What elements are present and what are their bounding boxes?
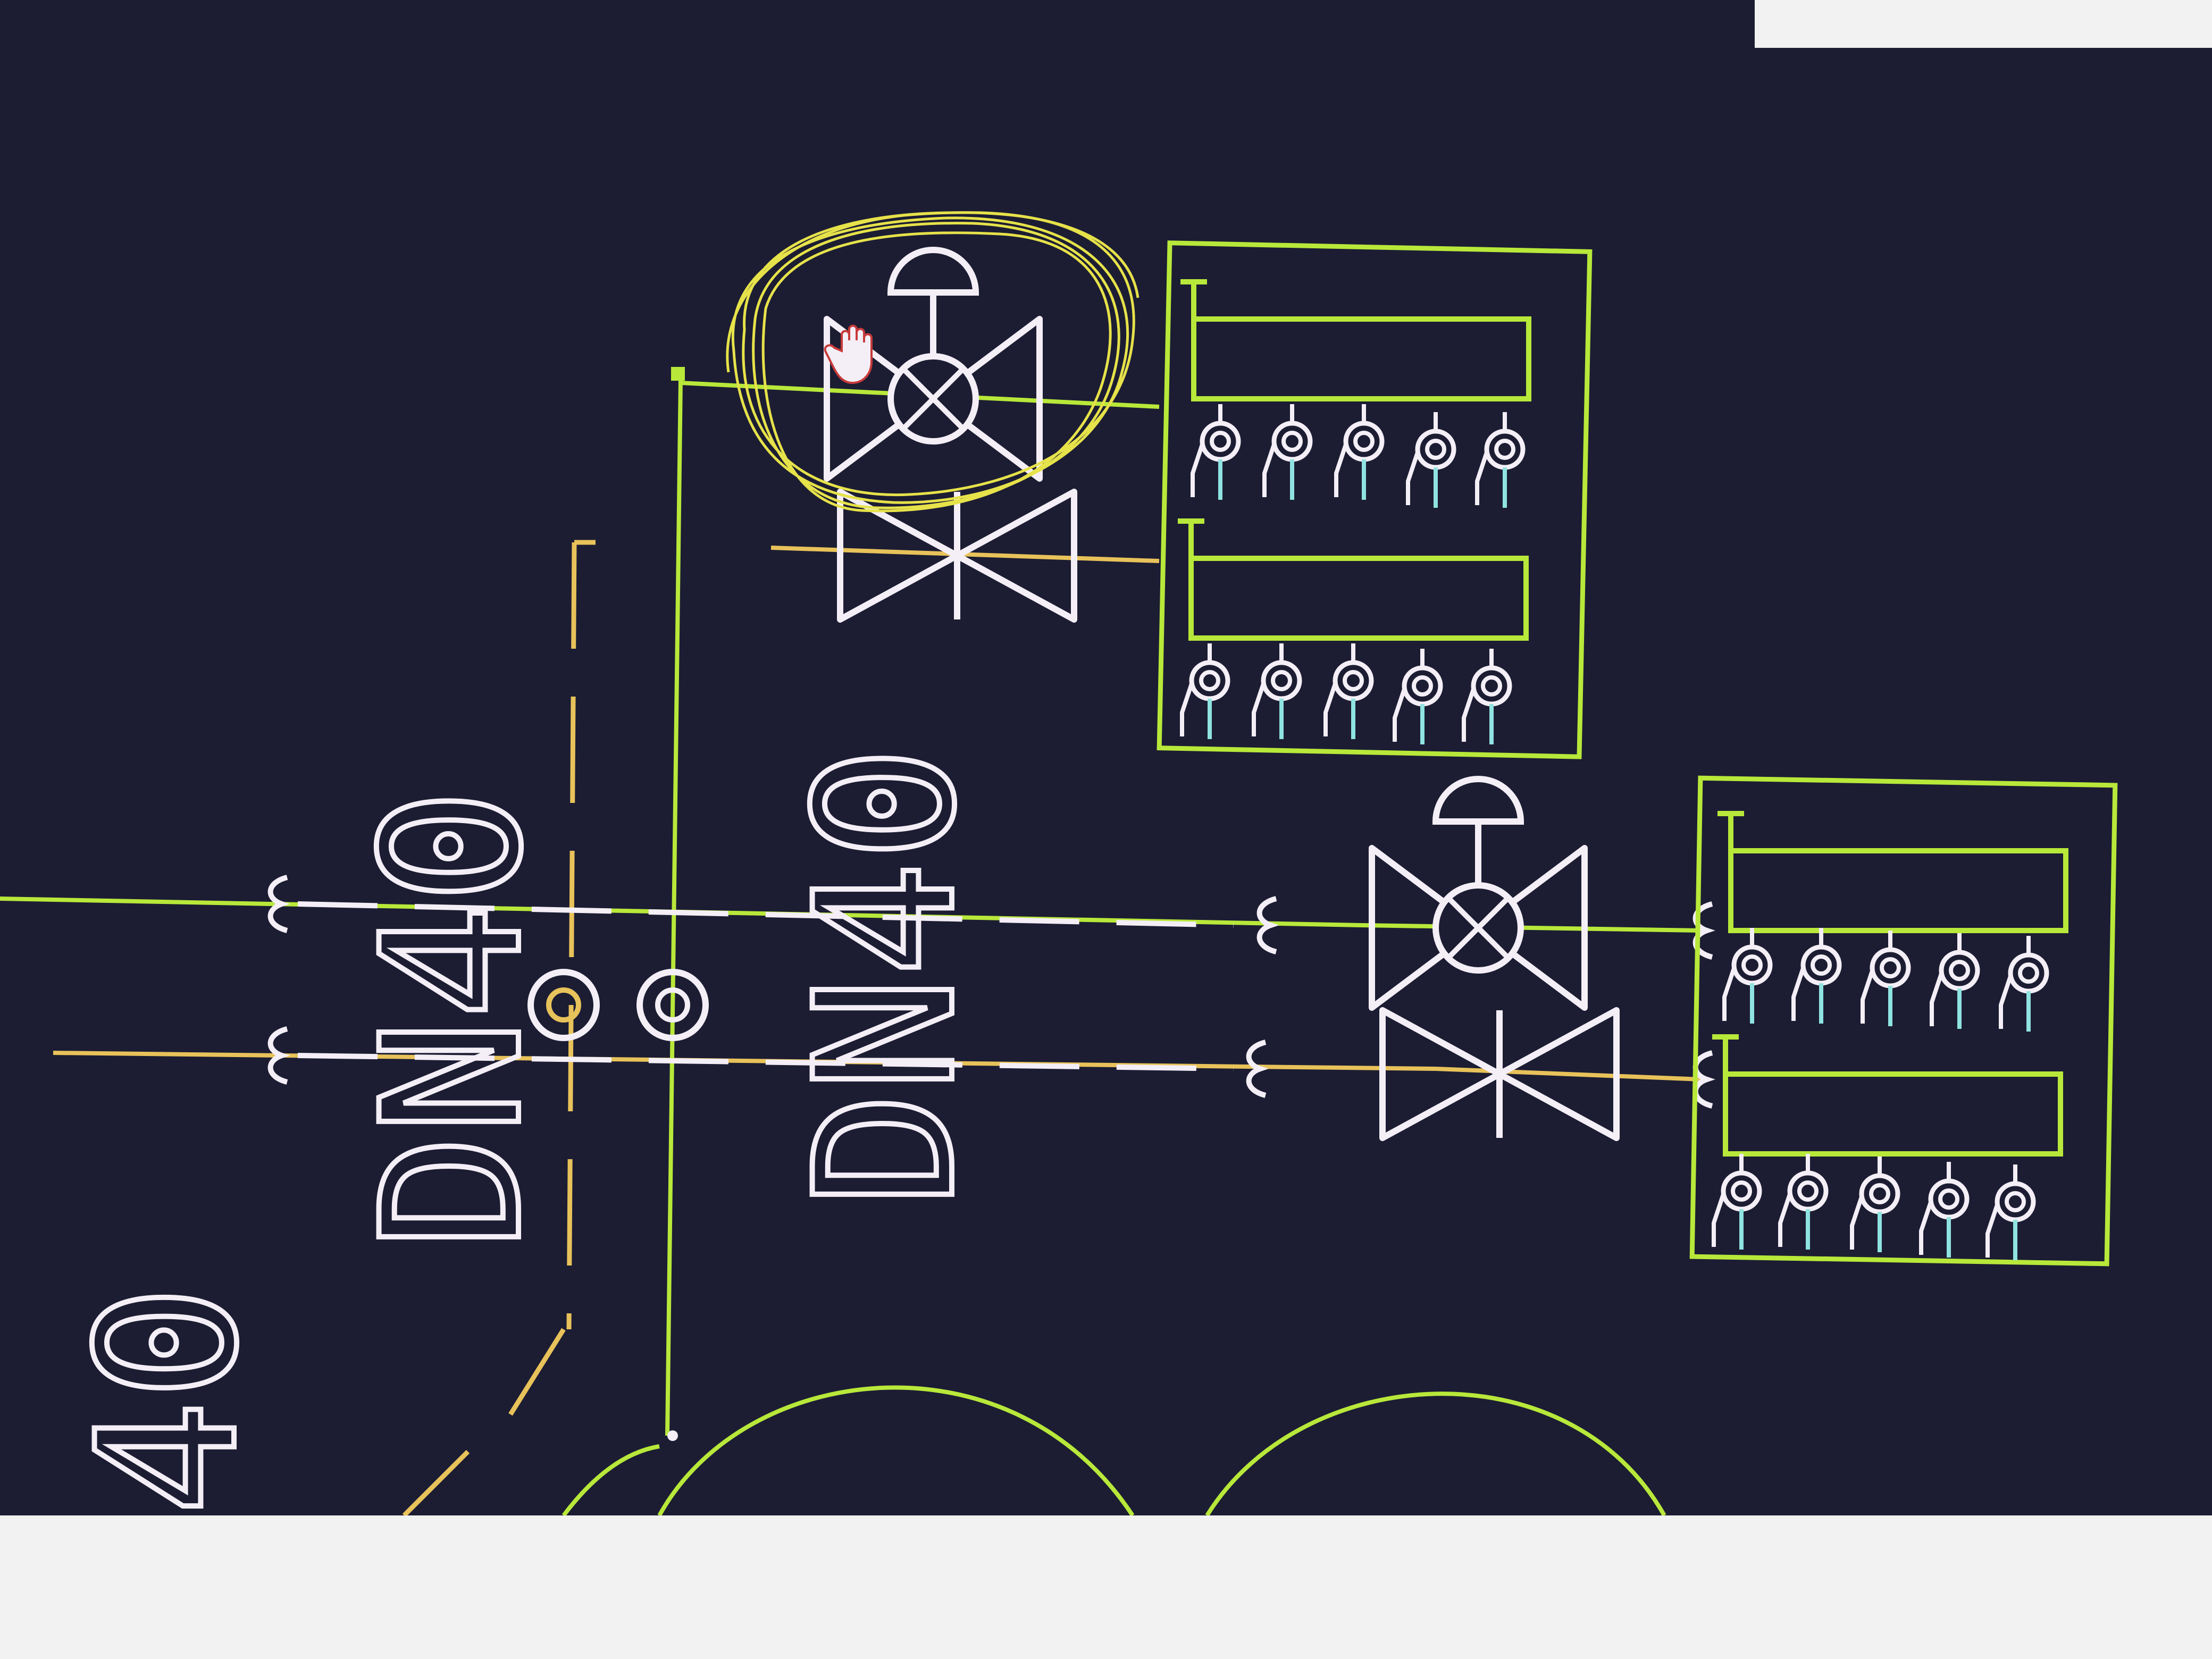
- pipe-size-labels[interactable]: DN40 DN40 40: [54, 743, 1000, 1518]
- riser-symbol[interactable]: [636, 969, 709, 1041]
- screen-bezel-top: [1755, 0, 2212, 48]
- pipe-size-label[interactable]: 40: [54, 1283, 282, 1518]
- markup-scribble: [726, 211, 1139, 513]
- dashed-pipe-runs: [271, 877, 1712, 1106]
- hand-cursor-icon: [824, 324, 873, 384]
- drawing-canvas[interactable]: [0, 0, 2212, 1515]
- screen-bezel: [0, 1515, 2212, 1659]
- sprinkler-zone-upper[interactable]: [1157, 240, 1593, 759]
- riser-symbol[interactable]: [527, 969, 600, 1041]
- sprinkler-zone-lower[interactable]: [1689, 775, 2118, 1267]
- pipe-size-label[interactable]: DN40: [338, 786, 566, 1252]
- pipe-size-label[interactable]: DN40: [772, 743, 1000, 1210]
- riser-symbols[interactable]: [527, 969, 709, 1041]
